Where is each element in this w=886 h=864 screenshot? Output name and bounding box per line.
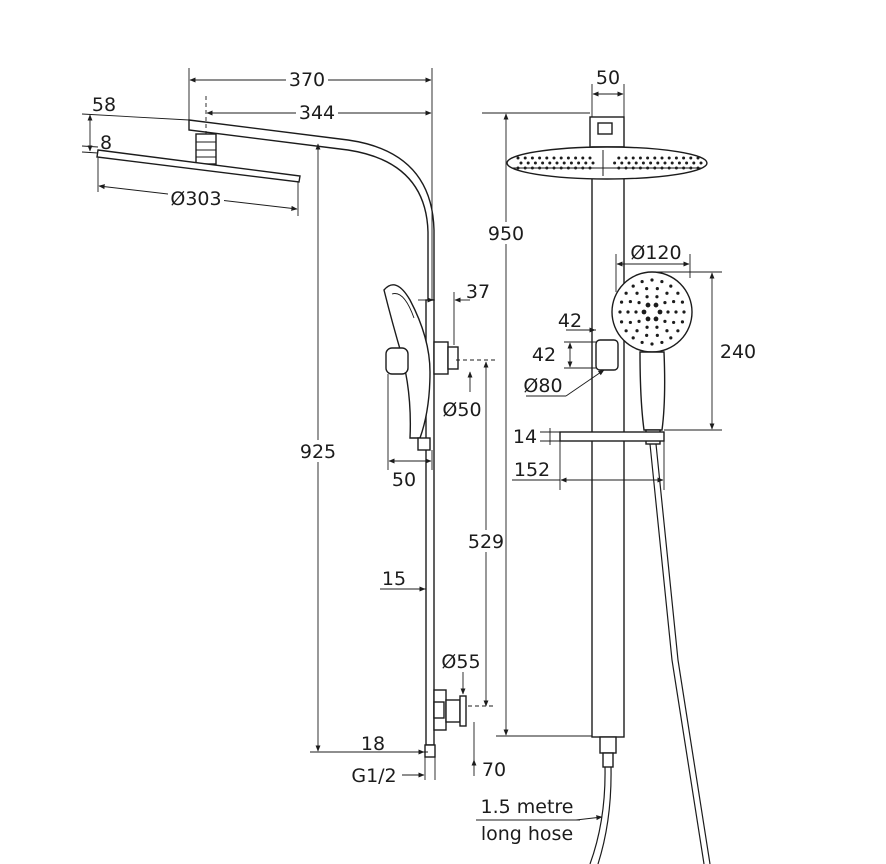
- dim-inlet-diameter: Ø55: [441, 651, 480, 673]
- dim-total-height: 950: [488, 223, 524, 245]
- hose-right: [649, 443, 705, 864]
- dim-head-thickness: 8: [100, 132, 112, 154]
- dim-top-width: 50: [596, 67, 620, 89]
- dim-bracket-depth: 42: [558, 310, 582, 332]
- soap-shelf: [559, 431, 665, 442]
- overhead-shower-head-side: [96, 149, 301, 183]
- dim-holder-to-inlet: 529: [468, 531, 504, 553]
- hose-note-line2: long hose: [481, 823, 573, 845]
- dim-shelf-thickness: 14: [513, 426, 537, 448]
- overhead-nozzles: [516, 156, 703, 170]
- hand-shower-bracket: [595, 339, 619, 371]
- dim-head-diameter: Ø303: [170, 188, 221, 210]
- dim-bracket-height: 42: [532, 344, 556, 366]
- dim-inlet-depth: 70: [482, 759, 506, 781]
- dim-riser-height: 925: [300, 441, 336, 463]
- dim-rail-diameter: 15: [382, 568, 406, 590]
- hand-shower-handle: [639, 351, 666, 431]
- overhead-shower-head-front: [506, 146, 708, 180]
- hose-bottom: [589, 766, 606, 864]
- side-view: 370 344 58 8 Ø303 925 37 Ø50: [81, 68, 508, 787]
- dim-head-height: 58: [92, 94, 116, 116]
- riser-rail-front: [591, 146, 625, 738]
- dim-inlet-offset: 18: [361, 733, 385, 755]
- front-view: 50 950 Ø120 240 42 42 Ø80: [476, 67, 760, 864]
- dim-hand-shower-diameter: Ø120: [630, 242, 681, 264]
- dim-holder-width: 50: [392, 469, 416, 491]
- hand-shower-head-front: [611, 271, 693, 353]
- g12-thread-fitting: [424, 744, 436, 758]
- dim-bracket-diameter: Ø80: [523, 375, 562, 397]
- shower-arm: [188, 119, 435, 301]
- hand-shower-holder-side: [385, 347, 409, 375]
- head-swivel-connector: [195, 133, 217, 165]
- dim-arm-to-head: 344: [299, 102, 335, 124]
- dim-thread: G1/2: [351, 765, 396, 787]
- dim-holder-base-diameter: Ø50: [442, 399, 481, 421]
- holder-wall-bracket: [433, 341, 449, 375]
- bottom-fitting: [599, 736, 617, 754]
- dim-arm-length: 370: [289, 69, 325, 91]
- dim-hand-shower-length: 240: [720, 341, 756, 363]
- dim-holder-projection: 37: [466, 281, 490, 303]
- hose-note-line1: 1.5 metre: [481, 796, 574, 818]
- hand-shower-nozzles: [618, 278, 686, 346]
- dim-shelf-width: 152: [514, 459, 550, 481]
